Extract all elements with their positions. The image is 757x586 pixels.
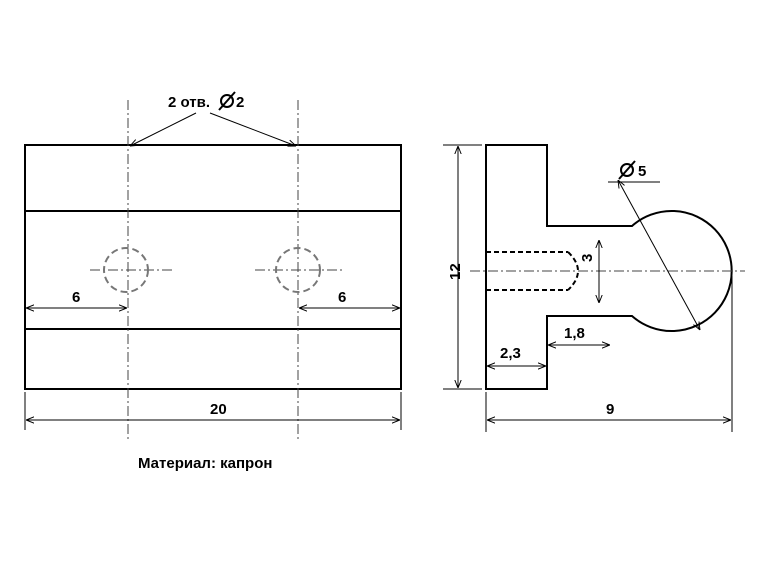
hole-callout-text: 2 отв. bbox=[168, 94, 210, 111]
hole-depth-label: 3 bbox=[579, 254, 596, 262]
hole-2-hidden-circle bbox=[275, 247, 321, 293]
front-view: 2 отв. 2 6 6 20 Материал: капрон bbox=[24, 91, 402, 472]
diameter-symbol-icon bbox=[618, 160, 636, 180]
hole-callout-leader-1 bbox=[130, 112, 197, 146]
front-view-outline bbox=[24, 144, 402, 390]
neck-length-label: 1,8 bbox=[564, 325, 585, 342]
hole-callout: 2 отв. 2 bbox=[168, 91, 244, 111]
height-label: 12 bbox=[447, 263, 464, 280]
diameter-symbol-icon bbox=[218, 91, 236, 111]
total-width-label: 20 bbox=[210, 401, 227, 418]
blind-hole-hidden-tip bbox=[567, 251, 579, 291]
material-note: Материал: капрон bbox=[138, 455, 272, 472]
left-offset-label: 6 bbox=[72, 289, 80, 306]
ball-diameter-label: 5 bbox=[638, 163, 646, 180]
total-length-label: 9 bbox=[606, 401, 614, 418]
flange-thickness-label: 2,3 bbox=[500, 345, 521, 362]
side-view: 12 3 1,8 2,3 9 5 bbox=[443, 144, 745, 432]
hole-callout-leader-2 bbox=[209, 112, 296, 146]
hole-callout-diameter: 2 bbox=[236, 94, 244, 111]
right-offset-label: 6 bbox=[338, 289, 346, 306]
ball-diameter-dimension-line bbox=[618, 180, 700, 330]
hole-1-hidden-circle bbox=[103, 247, 149, 293]
blind-hole-hidden-lines bbox=[486, 251, 568, 291]
